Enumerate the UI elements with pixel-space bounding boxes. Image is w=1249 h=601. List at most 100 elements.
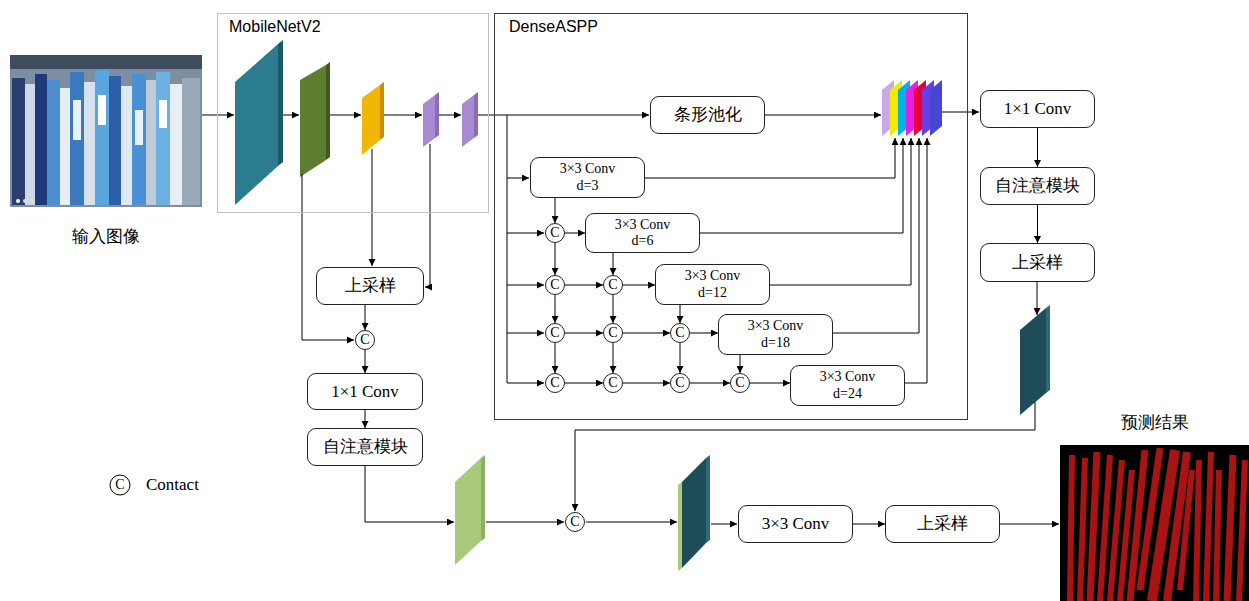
node-label: 上采样 [345, 276, 396, 296]
flow-arrow [613, 253, 614, 275]
region-title: DenseASPP [509, 18, 598, 36]
wire [507, 383, 544, 384]
flow-arrow [1037, 205, 1038, 243]
prediction-bar [1206, 452, 1211, 601]
wires [202, 112, 1059, 524]
feature-map-side [706, 455, 710, 543]
book-spine [35, 74, 47, 205]
feature-map-side [435, 92, 439, 138]
book-spine [121, 86, 132, 205]
node-label: 1×1 Conv [1004, 99, 1072, 119]
node-label: C [550, 325, 559, 341]
node-label: d=6 [632, 233, 654, 249]
node-label: C [570, 514, 579, 530]
flow-arrow [555, 198, 556, 223]
feature-map [682, 458, 706, 568]
node-label: 自注意模块 [995, 176, 1080, 196]
flow-arrow [853, 524, 885, 525]
wire [905, 138, 927, 383]
wire [372, 149, 373, 266]
shelf [10, 55, 202, 69]
wire [507, 285, 544, 286]
book-spine [182, 78, 200, 205]
feature-map [423, 95, 435, 147]
network-region: MobileNetV2 [217, 13, 489, 213]
node-label: 3×3 Conv [685, 268, 741, 284]
feature-map [455, 458, 481, 565]
process-box: 上采样 [885, 505, 1000, 543]
wire [330, 115, 361, 116]
network-region: DenseASPP条形池化3×3 Convd=3C3×3 Convd=6CC3×… [494, 13, 968, 420]
node-label: C [550, 375, 559, 391]
flow-arrow [690, 383, 730, 384]
flow-arrow [555, 243, 556, 275]
prediction-bar [1080, 458, 1085, 601]
concat-circle: C [603, 275, 623, 295]
feature-map-side [380, 82, 384, 140]
prediction-bar [1239, 460, 1245, 601]
wire [384, 115, 422, 116]
book-spine [25, 84, 35, 205]
feature-map-side [481, 455, 485, 541]
flow-arrow [1037, 128, 1038, 167]
label-holder: 预测结果 [1121, 413, 1189, 433]
wire [765, 115, 881, 116]
concat-circle: C [545, 275, 565, 295]
feature-maps [235, 40, 1050, 571]
node-label: C [675, 375, 684, 391]
flow-arrow [740, 355, 741, 373]
photo-ground [10, 55, 202, 207]
node-label: C [608, 375, 617, 391]
label-holder: 输入图像 [72, 227, 140, 247]
wire [302, 174, 354, 340]
wire [700, 138, 903, 233]
prediction-bar [1100, 455, 1110, 601]
node-label: 1×1 Conv [331, 382, 399, 402]
process-box: 1×1 Conv [307, 373, 423, 410]
flow-arrow [690, 333, 718, 334]
flow-arrow [565, 285, 603, 286]
wire [507, 178, 529, 179]
spine-mark [135, 110, 143, 145]
wire [770, 138, 911, 285]
prediction-image [1060, 445, 1249, 601]
concat-circle: C [545, 223, 565, 243]
book-spine [84, 82, 95, 205]
node-label: C [608, 325, 617, 341]
wire [645, 138, 895, 178]
process-box: 条形池化 [650, 96, 765, 134]
book-spine [95, 70, 109, 205]
stack-slice [930, 80, 942, 136]
feature-map-side [1046, 305, 1050, 393]
concat-circle: C [565, 512, 585, 532]
prediction-bars [1070, 448, 1245, 601]
prediction-ground [1060, 445, 1249, 601]
flow-arrow [565, 333, 603, 334]
photo-dot [23, 199, 27, 203]
process-box: 3×3 Convd=18 [718, 314, 833, 354]
flow-arrow [365, 305, 366, 330]
book-spine [70, 72, 84, 205]
node-label: 3×3 Conv [560, 161, 616, 177]
wire [486, 522, 564, 523]
node-label: 上采样 [1012, 253, 1063, 273]
concat-circle: C [670, 323, 690, 343]
feature-map-side [278, 40, 283, 166]
wire [711, 524, 737, 525]
feature-map [235, 44, 278, 205]
prediction-bar [1070, 455, 1072, 601]
node-label: d=3 [577, 178, 599, 194]
legend-label: Contact [146, 475, 199, 495]
feature-map [362, 85, 380, 155]
concat-circle: C [730, 373, 750, 393]
process-box: 3×3 Convd=12 [655, 264, 770, 304]
wire [1000, 524, 1059, 525]
flow-arrow [565, 233, 585, 234]
flow-arrow [365, 410, 366, 428]
concat-circle: C [670, 373, 690, 393]
node-label: 条形池化 [674, 105, 742, 125]
wire [586, 522, 677, 523]
wire [425, 144, 430, 287]
node-label: C [675, 325, 684, 341]
flow-arrow [623, 383, 670, 384]
